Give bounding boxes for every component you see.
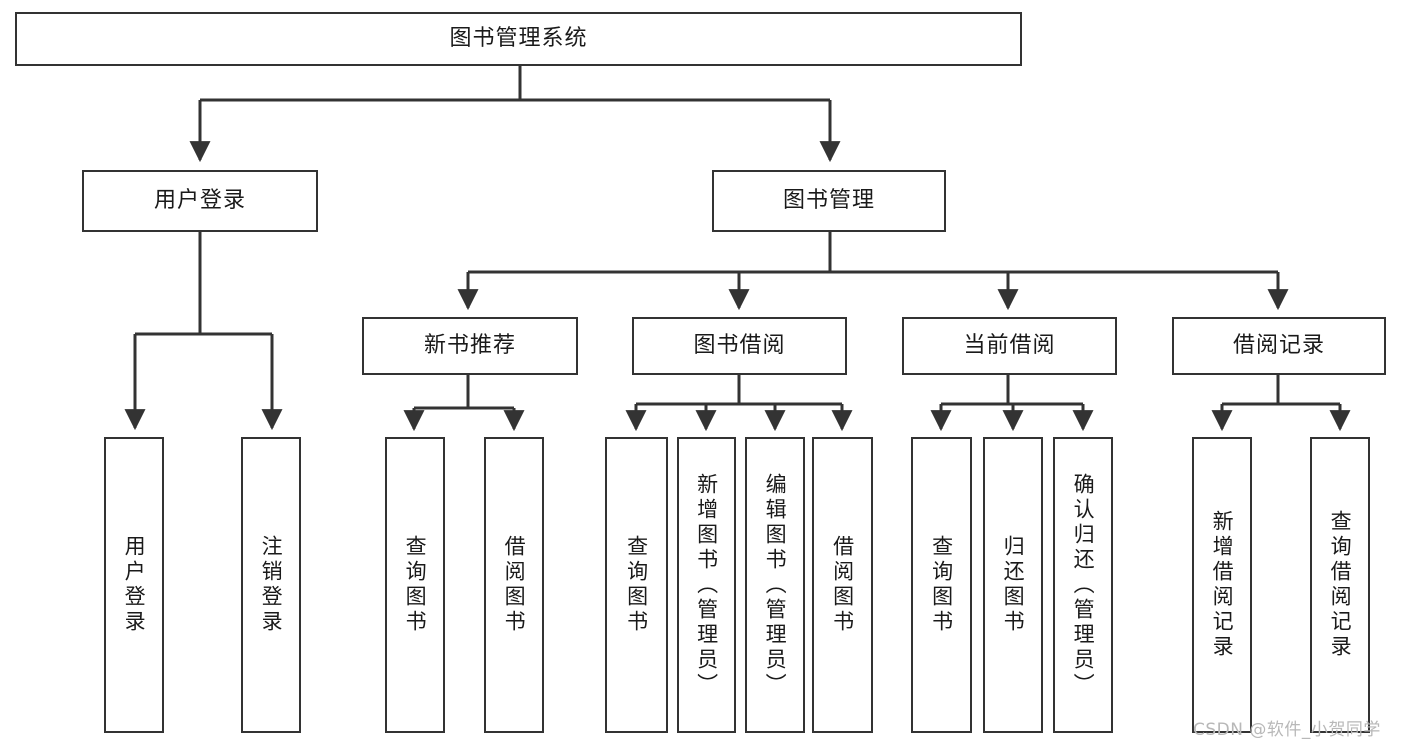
leaf-logout[interactable]: 注销登录 [241,437,301,733]
leaf-logout-label: 注销登录 [259,535,284,635]
leaf-add-book-admin[interactable]: 新增图书（管理员） [677,437,736,733]
leaf-add-borrow-record[interactable]: 新增借阅记录 [1192,437,1252,733]
leaf-user-login-label: 用户登录 [122,535,147,635]
leaf-query-book-current[interactable]: 查询图书 [911,437,972,733]
leaf-query-book-borrow[interactable]: 查询图书 [605,437,668,733]
node-user-login-label: 用户登录 [153,187,246,213]
leaf-return-book[interactable]: 归还图书 [983,437,1043,733]
node-user-login[interactable]: 用户登录 [82,170,318,232]
leaf-confirm-return-admin[interactable]: 确认归还（管理员） [1053,437,1113,733]
node-book-borrow[interactable]: 图书借阅 [632,317,847,375]
leaf-borrow-book-recommend-label: 借阅图书 [502,535,527,635]
leaf-add-book-admin-label: 新增图书（管理员） [694,472,719,698]
leaf-query-book-borrow-label: 查询图书 [624,535,649,635]
node-borrow-record[interactable]: 借阅记录 [1172,317,1386,375]
leaf-edit-book-admin[interactable]: 编辑图书（管理员） [745,437,805,733]
leaf-edit-book-admin-label: 编辑图书（管理员） [763,472,788,698]
node-borrow-record-label: 借阅记录 [1232,332,1325,358]
leaf-borrow-book-label: 借阅图书 [830,535,855,635]
node-root-label: 图书管理系统 [449,25,588,51]
node-new-book-recommend-label: 新书推荐 [423,332,516,358]
leaf-borrow-book[interactable]: 借阅图书 [812,437,873,733]
leaf-user-login[interactable]: 用户登录 [104,437,164,733]
leaf-borrow-book-recommend[interactable]: 借阅图书 [484,437,544,733]
node-root[interactable]: 图书管理系统 [15,12,1022,66]
leaf-query-book-recommend-label: 查询图书 [403,535,428,635]
leaf-query-book-recommend[interactable]: 查询图书 [385,437,445,733]
node-current-borrow[interactable]: 当前借阅 [902,317,1117,375]
leaf-confirm-return-admin-label: 确认归还（管理员） [1071,472,1096,698]
node-current-borrow-label: 当前借阅 [963,332,1056,358]
node-book-management[interactable]: 图书管理 [712,170,946,232]
leaf-add-borrow-record-label: 新增借阅记录 [1210,510,1235,660]
leaf-return-book-label: 归还图书 [1001,535,1026,635]
csdn-watermark: CSDN @软件_小贺同学 [1193,720,1381,740]
leaf-query-borrow-record-label: 查询借阅记录 [1328,510,1353,660]
leaf-query-book-current-label: 查询图书 [929,535,954,635]
node-book-management-label: 图书管理 [782,187,875,213]
node-book-borrow-label: 图书借阅 [693,332,786,358]
node-new-book-recommend[interactable]: 新书推荐 [362,317,578,375]
leaf-query-borrow-record[interactable]: 查询借阅记录 [1310,437,1370,733]
